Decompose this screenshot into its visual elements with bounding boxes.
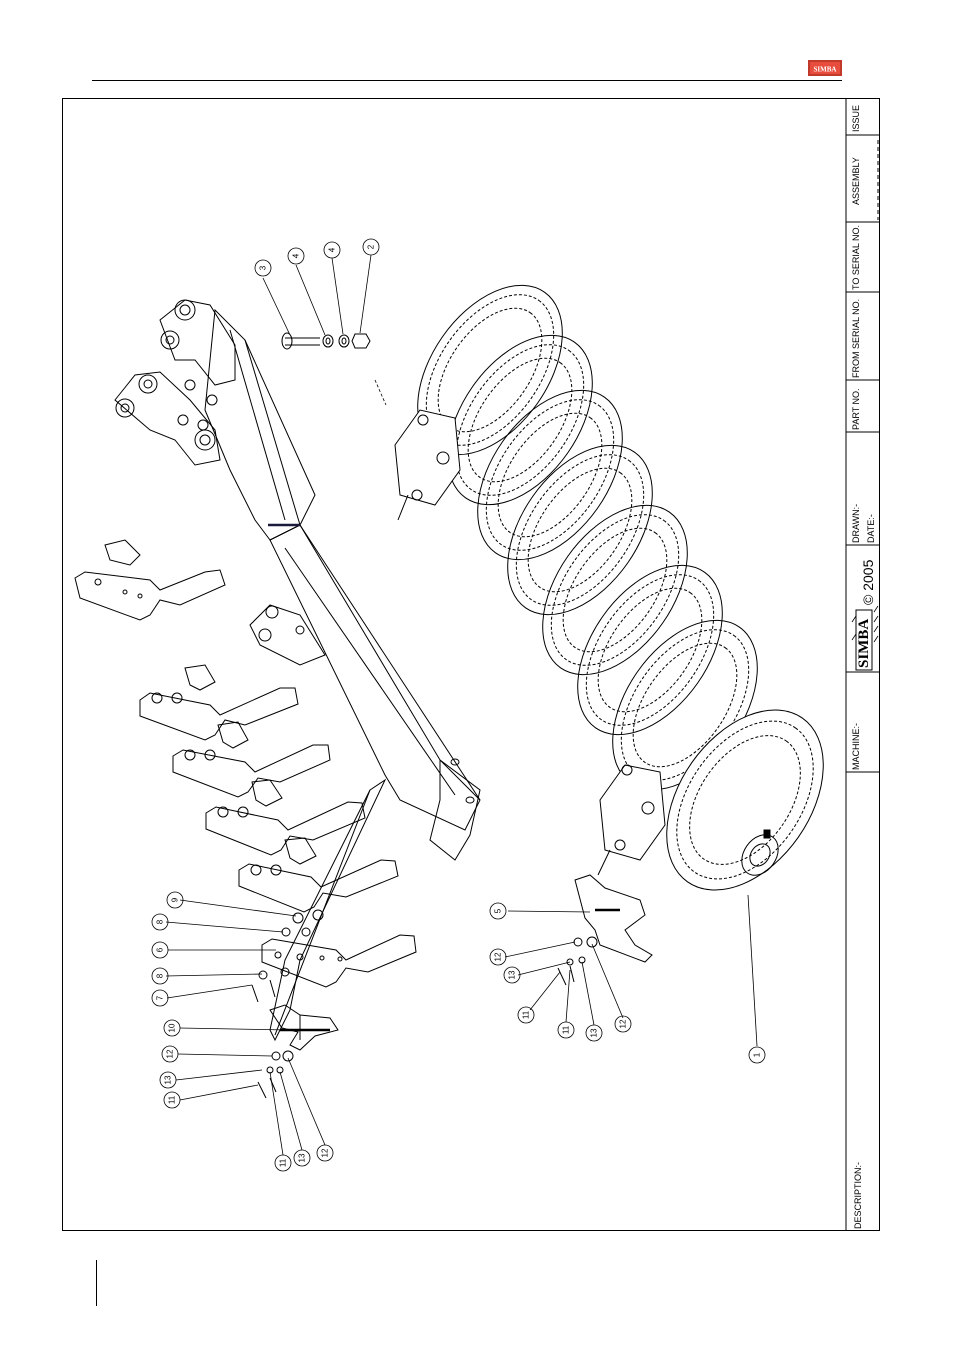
machine-label: MACHINE:- — [851, 723, 861, 770]
callout-11b: 11 — [279, 1158, 288, 1167]
issue-label: ISSUE — [851, 105, 861, 132]
from-serial-label: FROM SERIAL NO. — [851, 299, 861, 378]
assembly-label: ASSEMBLY — [851, 157, 861, 205]
callout-8: 8 — [156, 919, 165, 924]
to-serial-label: TO SERIAL NO. — [851, 225, 861, 290]
callout-11c: 11 — [522, 1010, 531, 1019]
callout-13c: 13 — [508, 970, 517, 979]
date-label: DATE:- — [866, 514, 876, 543]
callout-12c: 12 — [494, 952, 503, 961]
description-label: DESCRIPTION:- — [853, 1162, 863, 1229]
callout-6: 6 — [156, 947, 165, 952]
callout-12b: 12 — [321, 1148, 330, 1157]
callout-10: 10 — [168, 1023, 177, 1032]
callout-8b: 8 — [156, 973, 165, 978]
callout-13d: 13 — [590, 1028, 599, 1037]
callout-12: 12 — [166, 1049, 175, 1058]
copyright: © 2005 — [860, 560, 876, 605]
callout-4: 4 — [292, 253, 301, 258]
callout-2: 2 — [367, 244, 376, 249]
callout-1: 1 — [753, 1052, 762, 1057]
callout-12d: 12 — [619, 1019, 628, 1028]
callout-11d: 11 — [562, 1025, 571, 1034]
callout-4b: 4 — [328, 247, 337, 252]
title-block-brand: SIMBA — [856, 619, 873, 668]
disc-gang — [388, 259, 856, 919]
callout-13b: 13 — [298, 1153, 307, 1162]
callout-13: 13 — [164, 1075, 173, 1084]
callout-5: 5 — [494, 908, 503, 913]
callout-3: 3 — [259, 265, 268, 270]
footer-rule — [96, 1260, 97, 1306]
callout-11: 11 — [168, 1095, 177, 1104]
callout-9: 9 — [171, 897, 180, 902]
part-no-label: PART NO. — [851, 388, 861, 430]
drawn-label: DRAWN:- — [851, 504, 861, 543]
callout-7: 7 — [156, 995, 165, 1000]
